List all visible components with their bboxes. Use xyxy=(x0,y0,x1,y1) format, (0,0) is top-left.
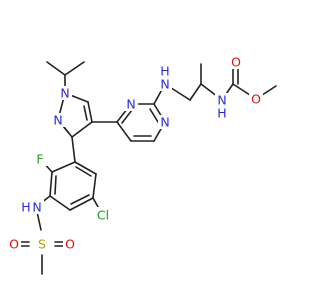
bond-ipr-methyl-left xyxy=(46,61,66,76)
bond-phenyl-c3-c4 xyxy=(49,195,71,211)
bond-phenyl-c4-c5 xyxy=(69,197,94,211)
bond-phenyl-c1-c2 xyxy=(51,161,76,173)
atom-n-sulfonamide: N xyxy=(32,200,41,215)
bond-pyrimidine-c4-n3-double xyxy=(121,109,133,124)
atom-o-carbonyl: O xyxy=(231,55,241,70)
bond-phenyl-c6-c1-double xyxy=(75,166,92,177)
bond-phenyl-c2-c3 xyxy=(49,171,53,197)
atom-f: F xyxy=(36,152,43,167)
bond-phenyl-c2-c3-double xyxy=(54,175,57,195)
atom-n-pyrimidine-1: N xyxy=(126,97,135,112)
bond-pyrazole-phenyl xyxy=(71,136,76,163)
bond-phenyl-c5-c6 xyxy=(92,173,97,199)
atom-s: S xyxy=(38,237,46,252)
bond-pyrazole-c4-c3 xyxy=(71,121,93,138)
bond-ipr-methyl-right xyxy=(64,61,85,76)
atom-h-sulfonamide: H xyxy=(21,200,30,215)
bond-phenyl-c4-c5-double xyxy=(70,194,90,205)
bond-ch2-ch xyxy=(189,83,202,101)
atom-o-sulfonyl-left: O xyxy=(9,237,19,252)
atom-n-amine: N xyxy=(160,77,169,92)
bond-pyrazole-c5-c4-double xyxy=(83,105,88,121)
bond-phenyl-c6-c1 xyxy=(74,161,97,175)
atom-n-pyrazole-1: N xyxy=(60,86,69,101)
atom-labels: N N N N N H N H O O F Cl H N xyxy=(7,55,263,252)
bond-pyrimidine-c2-n1-double xyxy=(149,108,159,123)
structure-svg: N N N N N H N H O O F Cl H N xyxy=(7,54,277,275)
atom-cl: Cl xyxy=(97,208,109,223)
atom-o-ester: O xyxy=(251,92,261,107)
atom-n-pyrazole-2: N xyxy=(53,113,62,128)
atom-h-amine: H xyxy=(160,64,169,79)
bond-pyrimidine-c5-c4 xyxy=(116,121,132,142)
molecule-structure-diagram: N N N N N H N H O O F Cl H N xyxy=(7,54,277,275)
atom-o-sulfonyl-right: O xyxy=(65,237,75,252)
atom-n-pyrimidine-2: N xyxy=(160,115,169,130)
atom-n-carbamate: N xyxy=(217,93,226,108)
atom-h-carbamate: H xyxy=(217,106,226,121)
bond-pyrazole-c5-c4 xyxy=(87,101,93,123)
